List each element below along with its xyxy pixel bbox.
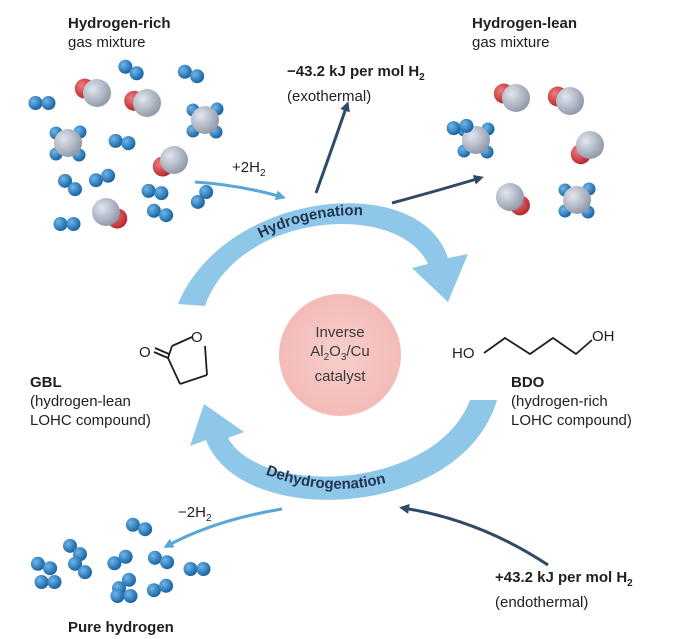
catalyst-circle <box>279 294 401 416</box>
plus-h2-sub: 2 <box>259 168 266 179</box>
endothermal-note: (endothermal) <box>495 594 589 611</box>
gbl-desc2: LOHC compound) <box>30 412 151 429</box>
exothermal-note: (exothermal) <box>287 88 372 105</box>
plus-h2-text: +2H <box>232 159 260 176</box>
catalyst-line2: Al2O3/Cu <box>310 343 370 363</box>
gbl-oxygen-ring: O <box>191 329 203 346</box>
endothermal-value: +43.2 kJ per mol H <box>495 569 628 586</box>
h2-molecule <box>125 517 153 537</box>
gbl-name: GBL <box>30 374 62 391</box>
endothermal-sub: 2 <box>627 578 633 589</box>
co-molecule <box>493 83 530 112</box>
h2-molecule <box>446 118 474 136</box>
co-molecule <box>547 86 584 115</box>
h2-molecule <box>141 183 169 201</box>
bdo-label: BDO (hydrogen-rich LOHC compound) <box>511 373 632 430</box>
co-molecule <box>92 198 128 229</box>
bdo-desc1: (hydrogen-rich <box>511 393 608 410</box>
hydrogen-rich-title: Hydrogen-rich <box>68 15 171 32</box>
gbl-label: GBL (hydrogen-lean LOHC compound) <box>30 373 151 430</box>
add-h2-arrow <box>194 180 286 201</box>
hydrogen-rich-subtitle: gas mixture <box>68 34 146 51</box>
release-h2-arrow <box>163 507 283 548</box>
hydrogenation-arrow <box>178 203 468 306</box>
bdo-desc2: LOHC compound) <box>511 412 632 429</box>
catalyst-line1: Inverse <box>315 324 365 341</box>
bdo-name: BDO <box>511 374 545 391</box>
endothermal-label: +43.2 kJ per mol H2 (endothermal) <box>495 568 633 612</box>
catalyst-line3: catalyst <box>314 368 366 385</box>
h2-molecule <box>34 575 62 589</box>
h2-molecule <box>190 185 214 209</box>
h2-molecule <box>146 203 174 223</box>
molecule-layer <box>28 59 604 603</box>
co-molecule <box>74 78 111 107</box>
co-molecule <box>152 146 188 177</box>
hydrogen-lean-label: Hydrogen-lean gas mixture <box>472 14 577 52</box>
bdo-structure <box>483 336 593 356</box>
ch4-molecule <box>186 102 224 139</box>
ch4-molecule <box>49 125 87 162</box>
h2-molecule <box>30 556 58 576</box>
h2-molecule <box>28 96 56 110</box>
pure-hydrogen-label: Pure hydrogen <box>68 619 174 636</box>
h2-molecule <box>88 168 116 188</box>
gbl-oxygen-carbonyl: O <box>139 344 151 361</box>
minus-h2-label: −2H2 <box>178 503 212 528</box>
hydrogen-lean-subtitle: gas mixture <box>472 34 550 51</box>
exothermal-label: −43.2 kJ per mol H2 (exothermal) <box>287 62 425 106</box>
h2-molecule <box>68 556 92 580</box>
co-molecule <box>496 183 530 216</box>
gbl-desc1: (hydrogen-lean <box>30 393 131 410</box>
hydrogen-lean-title: Hydrogen-lean <box>472 15 578 32</box>
ch4-molecule <box>558 182 596 219</box>
bdo-ho: HO <box>452 345 475 362</box>
co-molecule <box>570 131 604 165</box>
lean-mixture-arrow <box>391 174 484 205</box>
plus-h2-label: +2H2 <box>232 158 266 183</box>
catalyst-label: Inverse Al2O3/Cu catalyst <box>279 323 401 386</box>
minus-h2-text: −2H <box>178 504 206 521</box>
endothermal-arrow <box>399 503 549 567</box>
exothermal-arrow <box>314 101 350 194</box>
bdo-oh: OH <box>592 328 615 345</box>
h2-molecule <box>110 589 138 603</box>
h2-molecule <box>183 562 211 576</box>
h2-molecule <box>147 550 175 570</box>
h2-molecule <box>107 549 133 571</box>
h2-molecule <box>177 64 205 84</box>
h2-molecule <box>146 578 174 598</box>
h2-molecule <box>53 217 81 231</box>
exothermal-value: −43.2 kJ per mol H <box>287 63 420 80</box>
co-molecule <box>124 89 161 117</box>
exothermal-sub: 2 <box>419 72 425 83</box>
h2-molecule <box>108 133 136 151</box>
gbl-structure <box>153 336 208 385</box>
h2-molecule <box>118 59 144 81</box>
hydrogen-rich-label: Hydrogen-rich gas mixture <box>68 14 171 52</box>
h2-molecule <box>58 173 82 197</box>
dehydrogenation-arrow <box>190 400 497 500</box>
minus-h2-sub: 2 <box>205 513 212 524</box>
